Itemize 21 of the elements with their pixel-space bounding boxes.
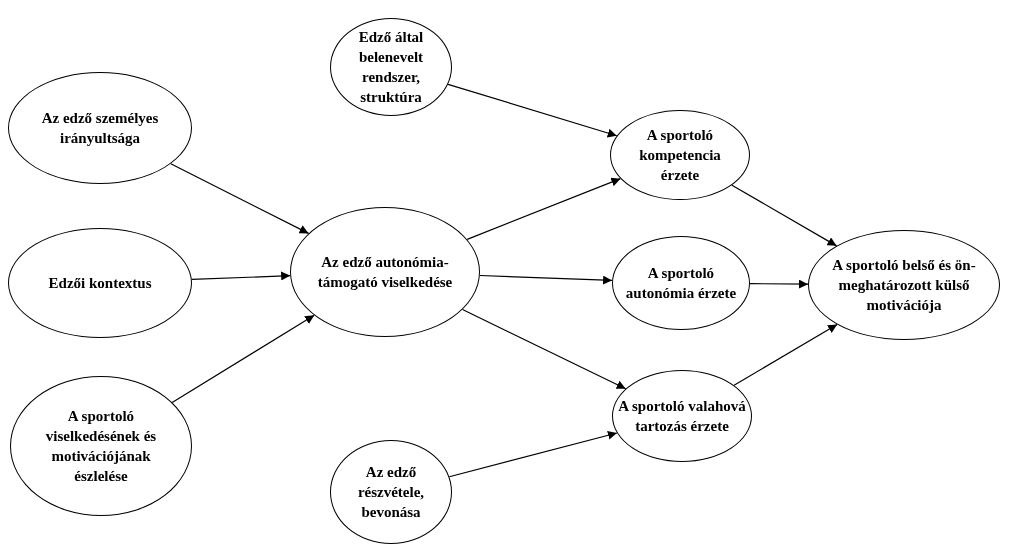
node-label: Az edző autonómia-támogató viselkedése <box>316 252 454 292</box>
node-label: A sportoló kompetencia érzete <box>638 125 722 186</box>
arrow <box>733 323 838 386</box>
node-label: Az edző részvétele, bevonása <box>356 462 426 523</box>
node-label: Az edző személyes irányultsága <box>40 108 160 148</box>
arrow <box>749 279 809 289</box>
arrow <box>171 314 315 403</box>
node-label: A sportoló valahová tartozás érzete <box>617 396 747 436</box>
arrow <box>479 274 613 285</box>
arrow <box>170 163 310 234</box>
arrow <box>447 83 618 138</box>
node-label: A sportoló viselkedésének és motivációjának észlelése <box>44 406 158 487</box>
node-label: Edző által belenevelt rendszer, struktúra <box>357 27 425 108</box>
node-label: A sportoló belső és ön-meghatározott külső motivációja <box>831 255 977 316</box>
arrow <box>191 271 291 281</box>
node-label: A sportoló autonómia érzete <box>624 263 738 303</box>
node-label: Edzői kontextus <box>47 273 153 293</box>
arrow <box>466 177 622 240</box>
arrow <box>731 184 838 247</box>
arrow <box>461 308 627 390</box>
arrow <box>448 430 618 478</box>
